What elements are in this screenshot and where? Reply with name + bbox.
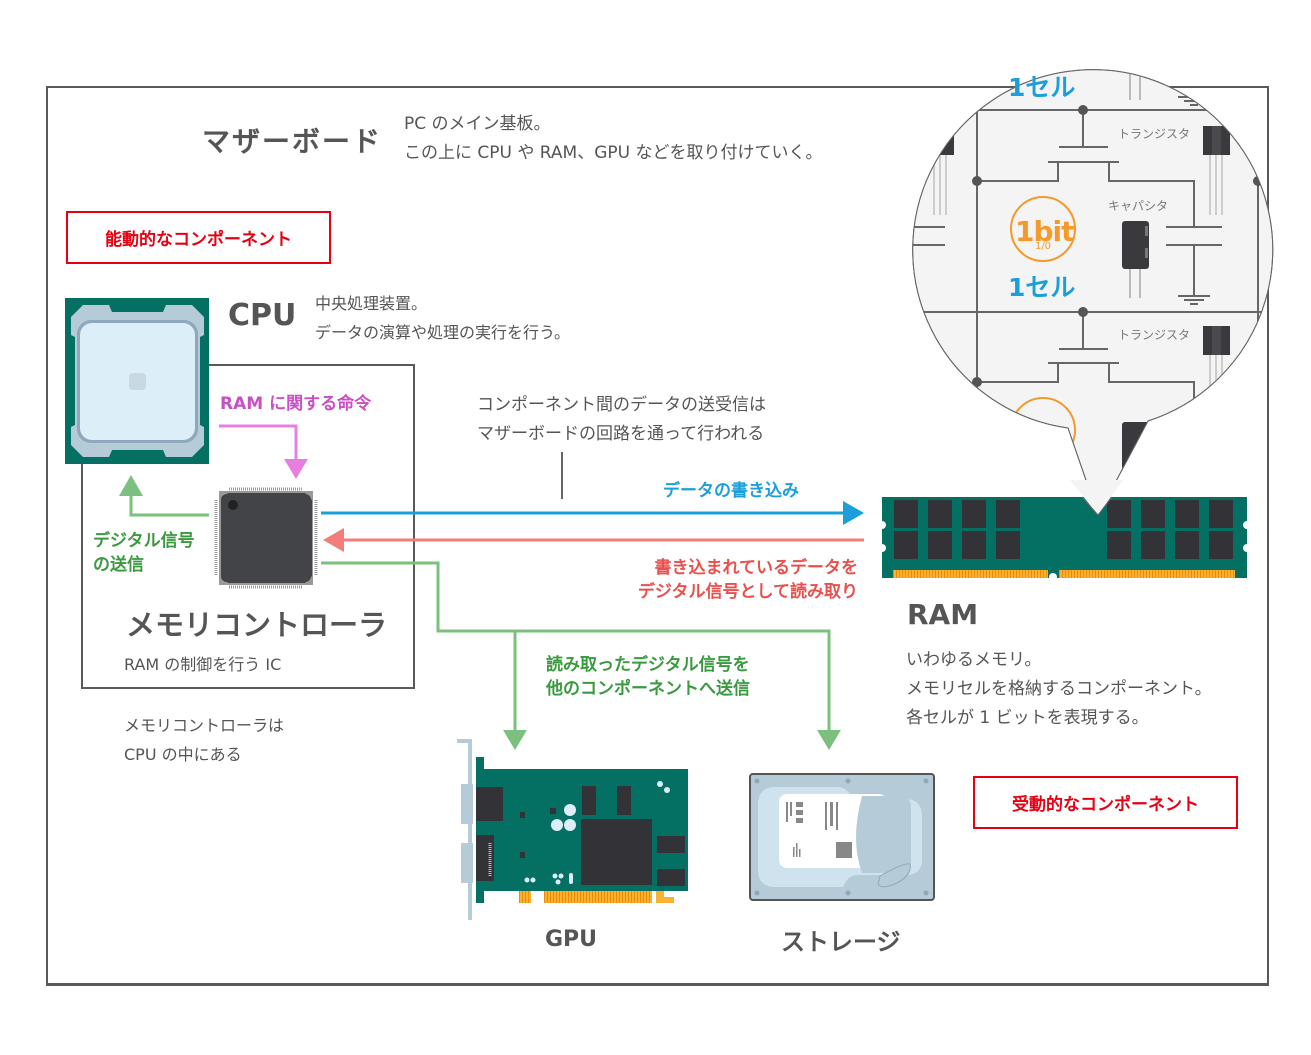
memory-controller-note: メモリコントローラは CPU の中にある — [124, 711, 284, 769]
digital-signal-send-label-line1: デジタル信号 — [93, 531, 195, 551]
cpu-title: CPU — [228, 298, 297, 333]
data-read-label: 書き込まれているデータを デジタル信号として読み取り — [596, 556, 858, 604]
storage-title: ストレージ — [781, 928, 901, 956]
transistor-icon — [1203, 326, 1230, 400]
bit-circle — [1279, 197, 1311, 261]
storage-hdd-icon — [749, 773, 935, 901]
motherboard-desc-line1: PC のメイン基板。 — [404, 114, 551, 134]
ram-desc-line2: メモリセルを格納するコンポーネント。 — [906, 679, 1212, 699]
forward-signal-label: 読み取ったデジタル信号を 他のコンポーネントへ送信 — [546, 653, 750, 701]
arrow-data-read — [323, 528, 864, 552]
circuit-note-line1: コンポーネント間のデータの送受信は — [477, 395, 766, 415]
ram-module-icon — [878, 497, 1251, 581]
transistor-icon — [1203, 126, 1230, 215]
cpu-desc-line2: データの演算や処理の実行を行う。 — [315, 323, 571, 342]
digital-signal-send-label: デジタル信号 の送信 — [93, 529, 195, 577]
active-component-label: 能動的なコンポーネント — [66, 211, 331, 264]
bit-label: 1bit — [1015, 215, 1075, 248]
motherboard-frame — [46, 86, 1269, 986]
ram-title: RAM — [907, 598, 979, 631]
digital-signal-send-label-line2: の送信 — [93, 555, 144, 575]
circuit-note-line2: マザーボードの回路を通って行われる — [477, 424, 765, 444]
transistor-label: トランジスタ — [1118, 127, 1191, 141]
gpu-title: GPU — [545, 927, 598, 952]
cell-label-top: 1セル — [1008, 73, 1076, 102]
memory-controller-note-line1: メモリコントローラは — [124, 716, 285, 735]
passive-component-label: 受動的なコンポーネント — [973, 776, 1238, 829]
motherboard-description: PC のメイン基板。 この上に CPU や RAM、GPU などを取り付けていく… — [404, 110, 822, 168]
arrow-ram-command — [219, 424, 308, 479]
memory-controller-note-line2: CPU の中にある — [124, 745, 242, 764]
ram-desc-line3: 各セルが 1 ビットを表現する。 — [906, 708, 1149, 728]
memory-controller-chip-icon — [214, 487, 318, 589]
capacitor-label: キャパシタ — [1108, 199, 1169, 213]
bubble-tail — [1070, 480, 1123, 515]
transistor-label-lower: トランジスタ — [1118, 328, 1191, 342]
memory-cell-zoom-bubble — [912, 0, 1311, 517]
arrow-digital-signal-send — [119, 475, 209, 517]
capacitor-icon — [1122, 221, 1149, 298]
cpu-desc-line1: 中央処理装置。 — [315, 294, 428, 313]
arrow-data-write — [321, 501, 864, 525]
bit-circle — [1010, 196, 1076, 262]
bubble-tail-edge — [1081, 496, 1113, 516]
motherboard-title: マザーボード — [202, 125, 383, 158]
cpu-description: 中央処理装置。 データの演算や処理の実行を行う。 — [315, 289, 570, 347]
forward-signal-label-line1: 読み取ったデジタル信号を — [546, 655, 750, 675]
ram-description: いわゆるメモリ。 メモリセルを格納するコンポーネント。 各セルが 1 ビットを表… — [906, 646, 1212, 733]
memory-controller-desc: RAM の制御を行う IC — [124, 655, 282, 674]
data-read-label-line2: デジタル信号として読み取り — [637, 582, 858, 602]
arrow-forward-signal — [321, 561, 841, 750]
circuit-note: コンポーネント間のデータの送受信は マザーボードの回路を通って行われる — [477, 391, 766, 449]
bit-circle — [1011, 0, 1075, 60]
data-write-label: データの書き込み — [663, 481, 799, 501]
data-read-label-line1: 書き込まれているデータを — [654, 558, 859, 578]
motherboard-desc-line2: この上に CPU や RAM、GPU などを取り付けていく。 — [404, 143, 823, 163]
ram-desc-line1: いわゆるメモリ。 — [906, 650, 1042, 670]
cell-label: 1セル — [1008, 273, 1076, 302]
forward-signal-label-line2: 他のコンポーネントへ送信 — [546, 679, 750, 699]
cpu-icon — [65, 298, 209, 464]
memory-controller-frame — [81, 364, 415, 689]
ram-command-label: RAM に関する命令 — [220, 394, 372, 414]
gpu-card-icon — [457, 739, 688, 920]
memory-controller-title: メモリコントローラ — [126, 608, 388, 642]
bit-values: 1/0 — [1034, 241, 1052, 252]
